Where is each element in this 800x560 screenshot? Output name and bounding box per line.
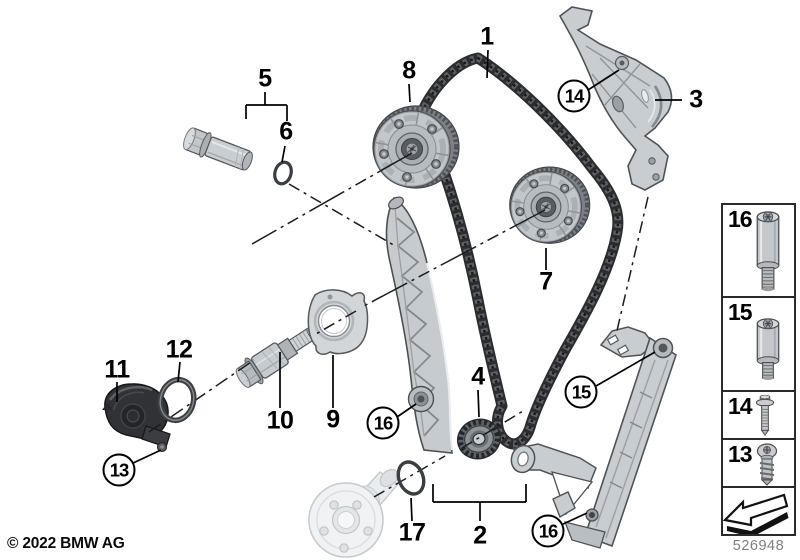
camshaft-central-valve [235,327,316,388]
o-ring-crank [396,460,426,496]
exhaust-vanos-gear [510,167,590,243]
legend-box-13: 13 [721,438,796,488]
camshaft-bolt [183,127,253,171]
legend-label: 16 [728,206,753,232]
legend-box-15: 15 [721,296,796,392]
tensioner-rail [510,326,677,549]
vanos-solenoid [102,383,171,453]
o-ring-small [273,160,293,186]
hex-flange-bolt-icon [755,395,775,437]
legend-box-direction [721,486,796,536]
diagram-number: 526948 [732,538,785,554]
leader-lines [116,49,682,526]
legend-label: 15 [728,299,753,325]
installation-direction-arrow-icon [722,493,789,534]
legend-box-14: 14 [721,390,796,440]
legend-label: 14 [728,393,753,419]
upper-guide-rail [558,6,673,191]
crankshaft-hub [308,468,399,558]
o-ring-large [157,376,197,424]
construction-axis-lines [148,152,649,498]
copyright-notice: © 2022 BMW AG [7,535,125,552]
pan-head-screw-icon [756,443,778,486]
crank-sprocket [456,418,502,460]
sensor-trigger-plate [307,289,369,355]
stud-bolt-short-icon [756,318,780,381]
legend-label: 13 [728,441,753,467]
fastener-legend: 16 15 14 [721,203,796,536]
chain-guide-rail [385,196,453,454]
stud-bolt-long-icon [756,211,780,292]
timing-chain [414,52,624,450]
legend-box-16: 16 [721,203,796,298]
intake-vanos-gear [373,106,459,188]
